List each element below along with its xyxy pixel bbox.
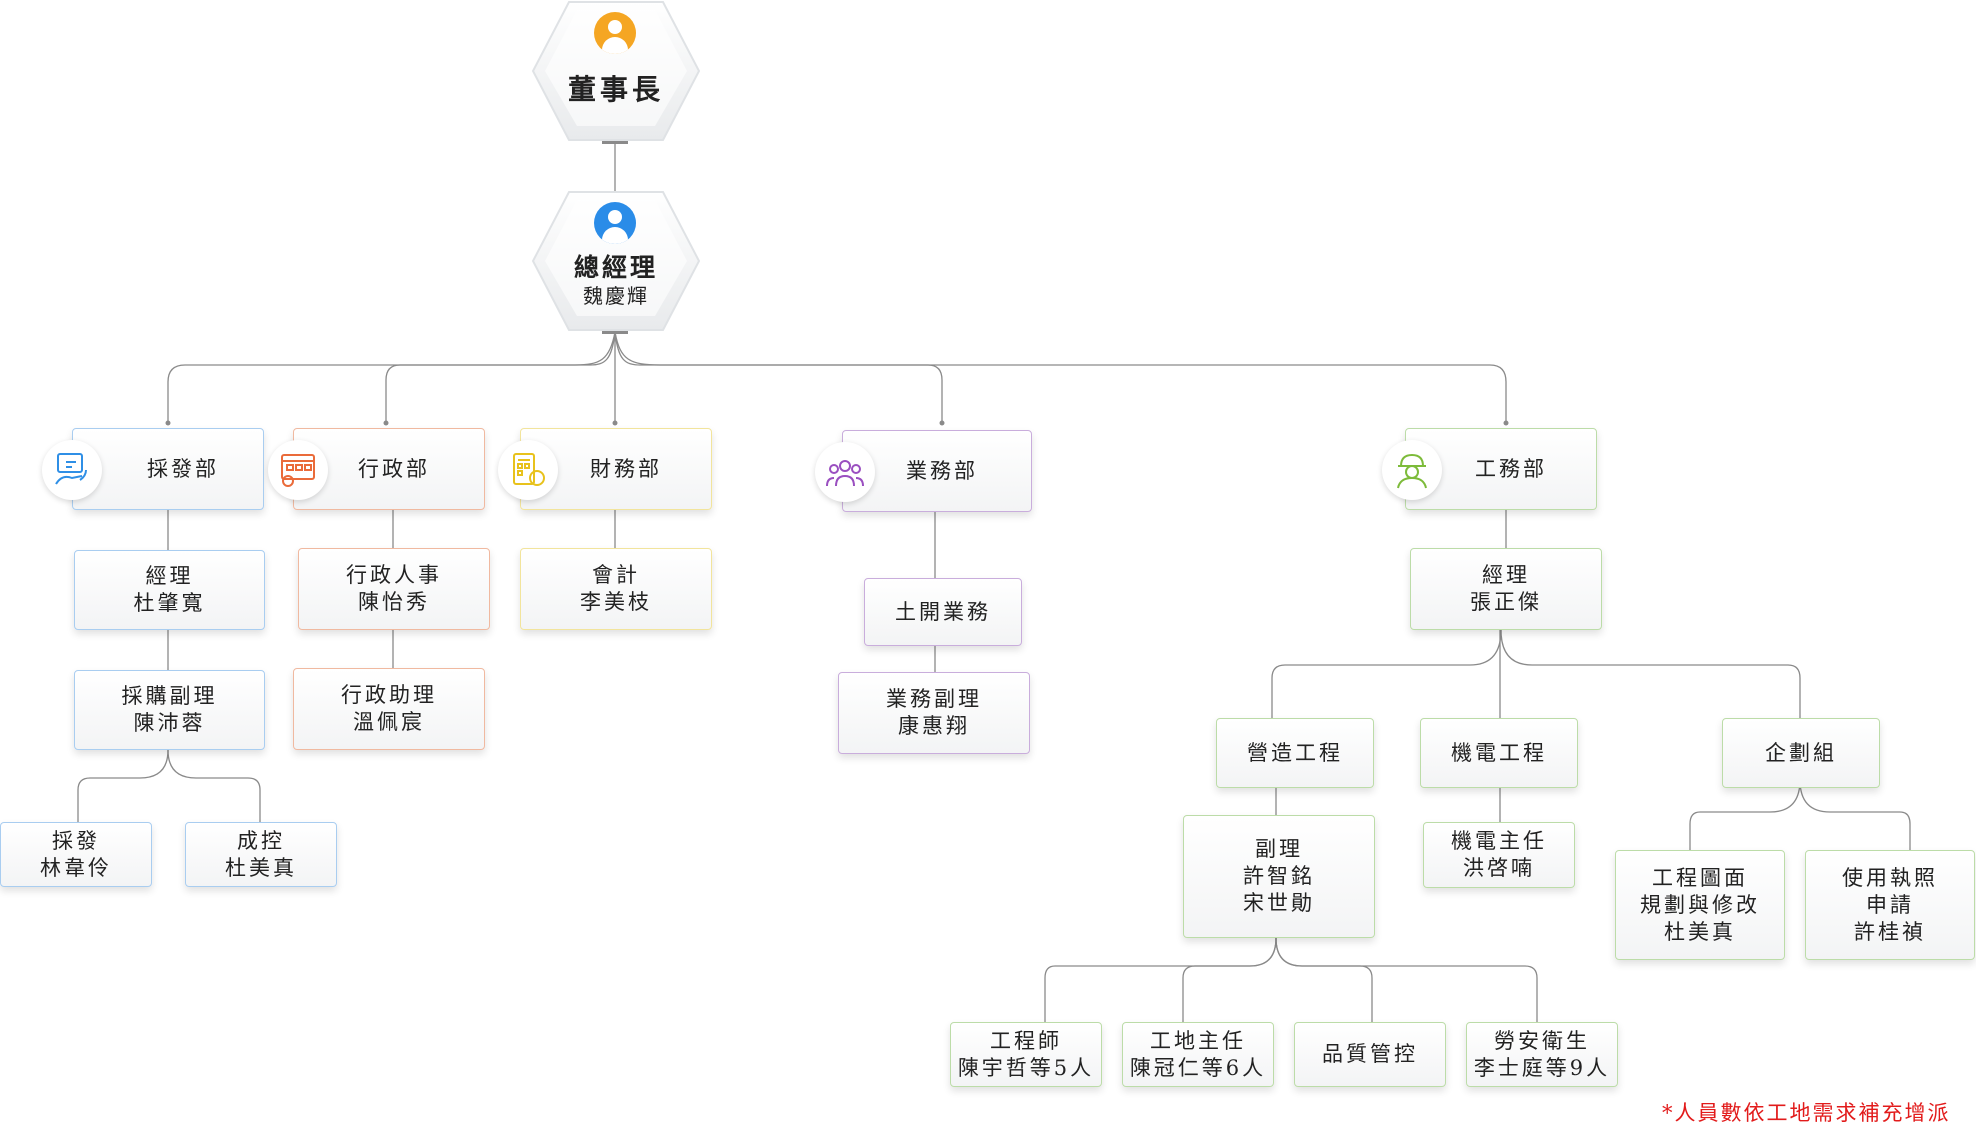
engineering-planning: 企劃組: [1722, 718, 1880, 788]
dept-label: 工務部: [1475, 456, 1547, 481]
person-name: 許桂禎: [1854, 919, 1926, 944]
hexagon-shape: [531, 191, 701, 331]
position-label: 土開業務: [895, 599, 991, 624]
engineering-safety: 勞安衛生 李士庭等9人: [1466, 1022, 1618, 1087]
position-label: 副理: [1255, 837, 1303, 861]
dept-label: 業務部: [906, 458, 978, 483]
position-label: 營造工程: [1247, 740, 1343, 765]
position-label: 機電主任: [1451, 829, 1547, 853]
business-land-dev: 土開業務: [864, 578, 1022, 646]
position-label: 行政人事: [346, 563, 442, 587]
user-avatar-icon: [594, 202, 636, 244]
finance-accounting: 會計 李美枝: [520, 548, 712, 630]
procurement-deputy: 採購副理 陳沛蓉: [74, 670, 265, 750]
admin-icon: [268, 440, 328, 500]
person-name: 林韋伶: [40, 855, 112, 880]
chairman-title: 董事長: [567, 73, 664, 106]
person-name: 李士庭等9人: [1473, 1055, 1611, 1080]
dept-label: 財務部: [590, 456, 662, 481]
staffing-note: *人員數依工地需求補充增派: [1662, 1101, 1951, 1125]
procurement-purchasing: 採發 林韋伶: [0, 822, 152, 887]
position-label: 成控: [237, 828, 285, 853]
position-label: 工程師: [990, 1028, 1062, 1053]
position-label: 申請: [1866, 892, 1914, 917]
worker-helmet-icon: [1382, 440, 1442, 500]
position-label: 工程圖面: [1652, 865, 1748, 890]
dept-label: 採發部: [147, 456, 219, 481]
engineering-construction: 營造工程: [1216, 718, 1374, 788]
person-name: 杜肇寬: [133, 591, 206, 615]
engineering-engineer: 工程師 陳宇哲等5人: [950, 1022, 1102, 1087]
procurement-cost-control: 成控 杜美真: [185, 822, 337, 887]
person-name: 陳沛蓉: [133, 711, 206, 735]
position-label: 採購副理: [121, 684, 218, 708]
engineering-license: 使用執照 申請 許桂禎: [1805, 850, 1975, 960]
engineering-mep: 機電工程: [1420, 718, 1578, 788]
user-avatar-icon: [594, 12, 636, 54]
procurement-icon: [42, 440, 102, 500]
admin-hr: 行政人事 陳怡秀: [298, 548, 490, 630]
gm-title: 總經理: [573, 253, 658, 282]
position-label: 機電工程: [1451, 740, 1547, 765]
person-name: 陳冠仁等6人: [1129, 1055, 1267, 1080]
procurement-manager: 經理 杜肇寬: [74, 550, 265, 630]
position-label: 會計: [592, 563, 640, 587]
admin-assistant: 行政助理 溫佩宸: [293, 668, 485, 750]
position-label: 行政助理: [341, 683, 437, 707]
person-name: 康惠翔: [898, 714, 970, 738]
gm-node: 總經理 魏慶輝: [531, 190, 701, 332]
engineering-drawing: 工程圖面 規劃與修改 杜美真: [1615, 850, 1785, 960]
position-label: 勞安衛生: [1494, 1028, 1590, 1053]
position-label: 品質管控: [1322, 1042, 1418, 1066]
hexagon-shape: [531, 1, 701, 141]
dept-finance: 財務部: [520, 428, 712, 510]
engineering-mep-supervisor: 機電主任 洪啓喃: [1423, 822, 1575, 888]
person-name: 李美枝: [580, 590, 652, 614]
gm-name: 魏慶輝: [583, 284, 649, 308]
team-icon: [815, 442, 875, 502]
engineering-quality: 品質管控: [1294, 1022, 1446, 1087]
position-label: 經理: [145, 564, 194, 588]
person-name: 杜美真: [1664, 919, 1736, 944]
chairman-node: 董事長: [531, 0, 701, 142]
position-label: 工地主任: [1150, 1028, 1246, 1053]
position-label: 使用執照: [1842, 865, 1938, 890]
position-label: 業務副理: [886, 687, 982, 711]
dept-procurement: 採發部: [72, 428, 264, 510]
person-name: 洪啓喃: [1463, 856, 1535, 880]
position-label: 經理: [1482, 563, 1530, 587]
engineering-deputy: 副理 許智銘 宋世勛: [1183, 815, 1375, 938]
position-label: 企劃組: [1765, 740, 1837, 765]
engineering-manager: 經理 張正傑: [1410, 548, 1602, 630]
person-name: 宋世勛: [1243, 891, 1315, 915]
business-deputy: 業務副理 康惠翔: [838, 672, 1030, 754]
person-name: 陳宇哲等5人: [957, 1055, 1095, 1080]
person-name: 溫佩宸: [353, 710, 425, 734]
person-name: 陳怡秀: [358, 590, 430, 614]
dept-label: 行政部: [358, 456, 430, 481]
person-name: 張正傑: [1470, 590, 1542, 614]
position-label: 規劃與修改: [1640, 892, 1760, 917]
person-name: 杜美真: [225, 855, 297, 880]
engineering-site-supervisor: 工地主任 陳冠仁等6人: [1122, 1022, 1274, 1087]
position-label: 採發: [52, 828, 100, 853]
finance-icon: [498, 440, 558, 500]
person-name: 許智銘: [1243, 864, 1315, 888]
